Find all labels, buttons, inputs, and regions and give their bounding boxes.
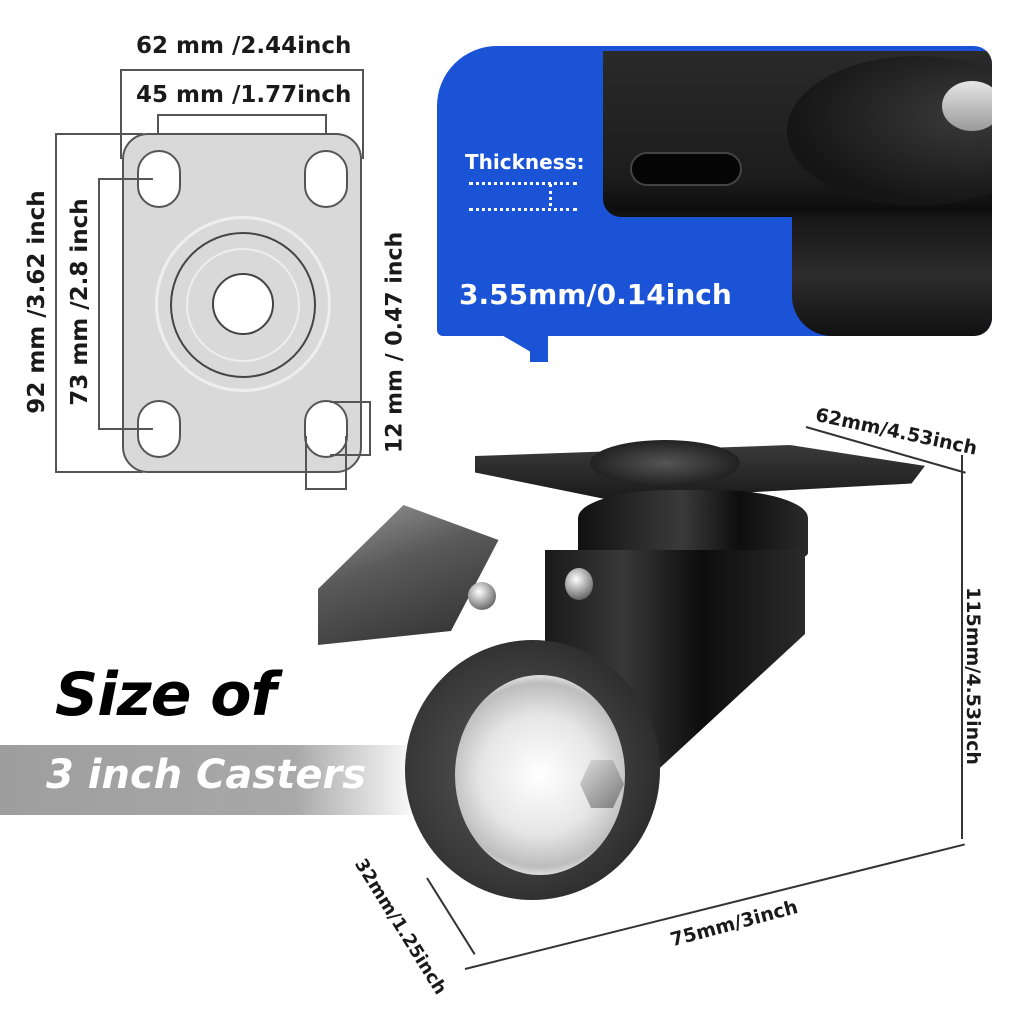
center-hole	[212, 273, 274, 335]
thickness-value: 3.55mm/0.14inch	[459, 278, 732, 311]
thickness-callout: Thickness: 3.55mm/0.14inch	[437, 46, 992, 336]
hole-length-bracket	[98, 178, 153, 430]
plate-closeup-rivet	[942, 81, 992, 131]
swivel-ring-inner	[170, 232, 316, 378]
mounting-plate-diagram: 62 mm /2.44inch 45 mm /1.77inch 92 mm /3…	[0, 0, 420, 500]
plate-hole-length-label: 73 mm /2.8 inch	[67, 198, 93, 406]
thickness-label: Thickness:	[465, 150, 585, 174]
overall-length-bracket	[55, 133, 143, 473]
headline-band	[0, 745, 420, 815]
plate-overall-length-label: 92 mm /3.62 inch	[24, 190, 50, 414]
slot-size-bracket-vertical	[330, 401, 371, 456]
overall-width-bracket	[120, 69, 364, 159]
slot-size-label: 12 mm / 0.47 inch	[382, 231, 408, 454]
swivel-ring-outer	[155, 216, 331, 392]
slot-size-bracket-horizontal	[305, 436, 347, 490]
mounting-slot-bottom-right	[304, 400, 348, 458]
caster-top-plate-center	[590, 440, 740, 486]
height-dimension-line	[961, 455, 963, 839]
mounting-slot-top-right	[304, 150, 348, 208]
plate-closeup-slot	[630, 152, 742, 186]
caster-swivel-housing	[578, 490, 808, 560]
caster-height-label: 115mm/4.53inch	[962, 587, 984, 765]
swivel-ring-highlight	[186, 248, 300, 362]
caster-brake-pedal[interactable]	[318, 505, 499, 645]
headline-3-inch-casters: 3 inch Casters	[46, 752, 366, 798]
headline-size-of: Size of	[55, 660, 277, 730]
caster-illustration	[300, 430, 950, 900]
plate-overall-width-label: 62 mm /2.44inch	[136, 33, 352, 59]
swivel-housing-closeup	[792, 216, 992, 336]
caster-rivet-1	[468, 582, 496, 610]
plate-hole-width-label: 45 mm /1.77inch	[136, 82, 352, 108]
thickness-indicator-tick	[549, 184, 552, 206]
callout-tail-point	[500, 334, 548, 362]
plate-closeup-swivel	[787, 56, 992, 206]
caster-rivet-2	[565, 568, 593, 600]
caster-wheel-diameter-label: 75mm/3inch	[668, 896, 801, 952]
thickness-indicator-top	[469, 182, 577, 185]
thickness-indicator-bottom	[469, 208, 577, 211]
